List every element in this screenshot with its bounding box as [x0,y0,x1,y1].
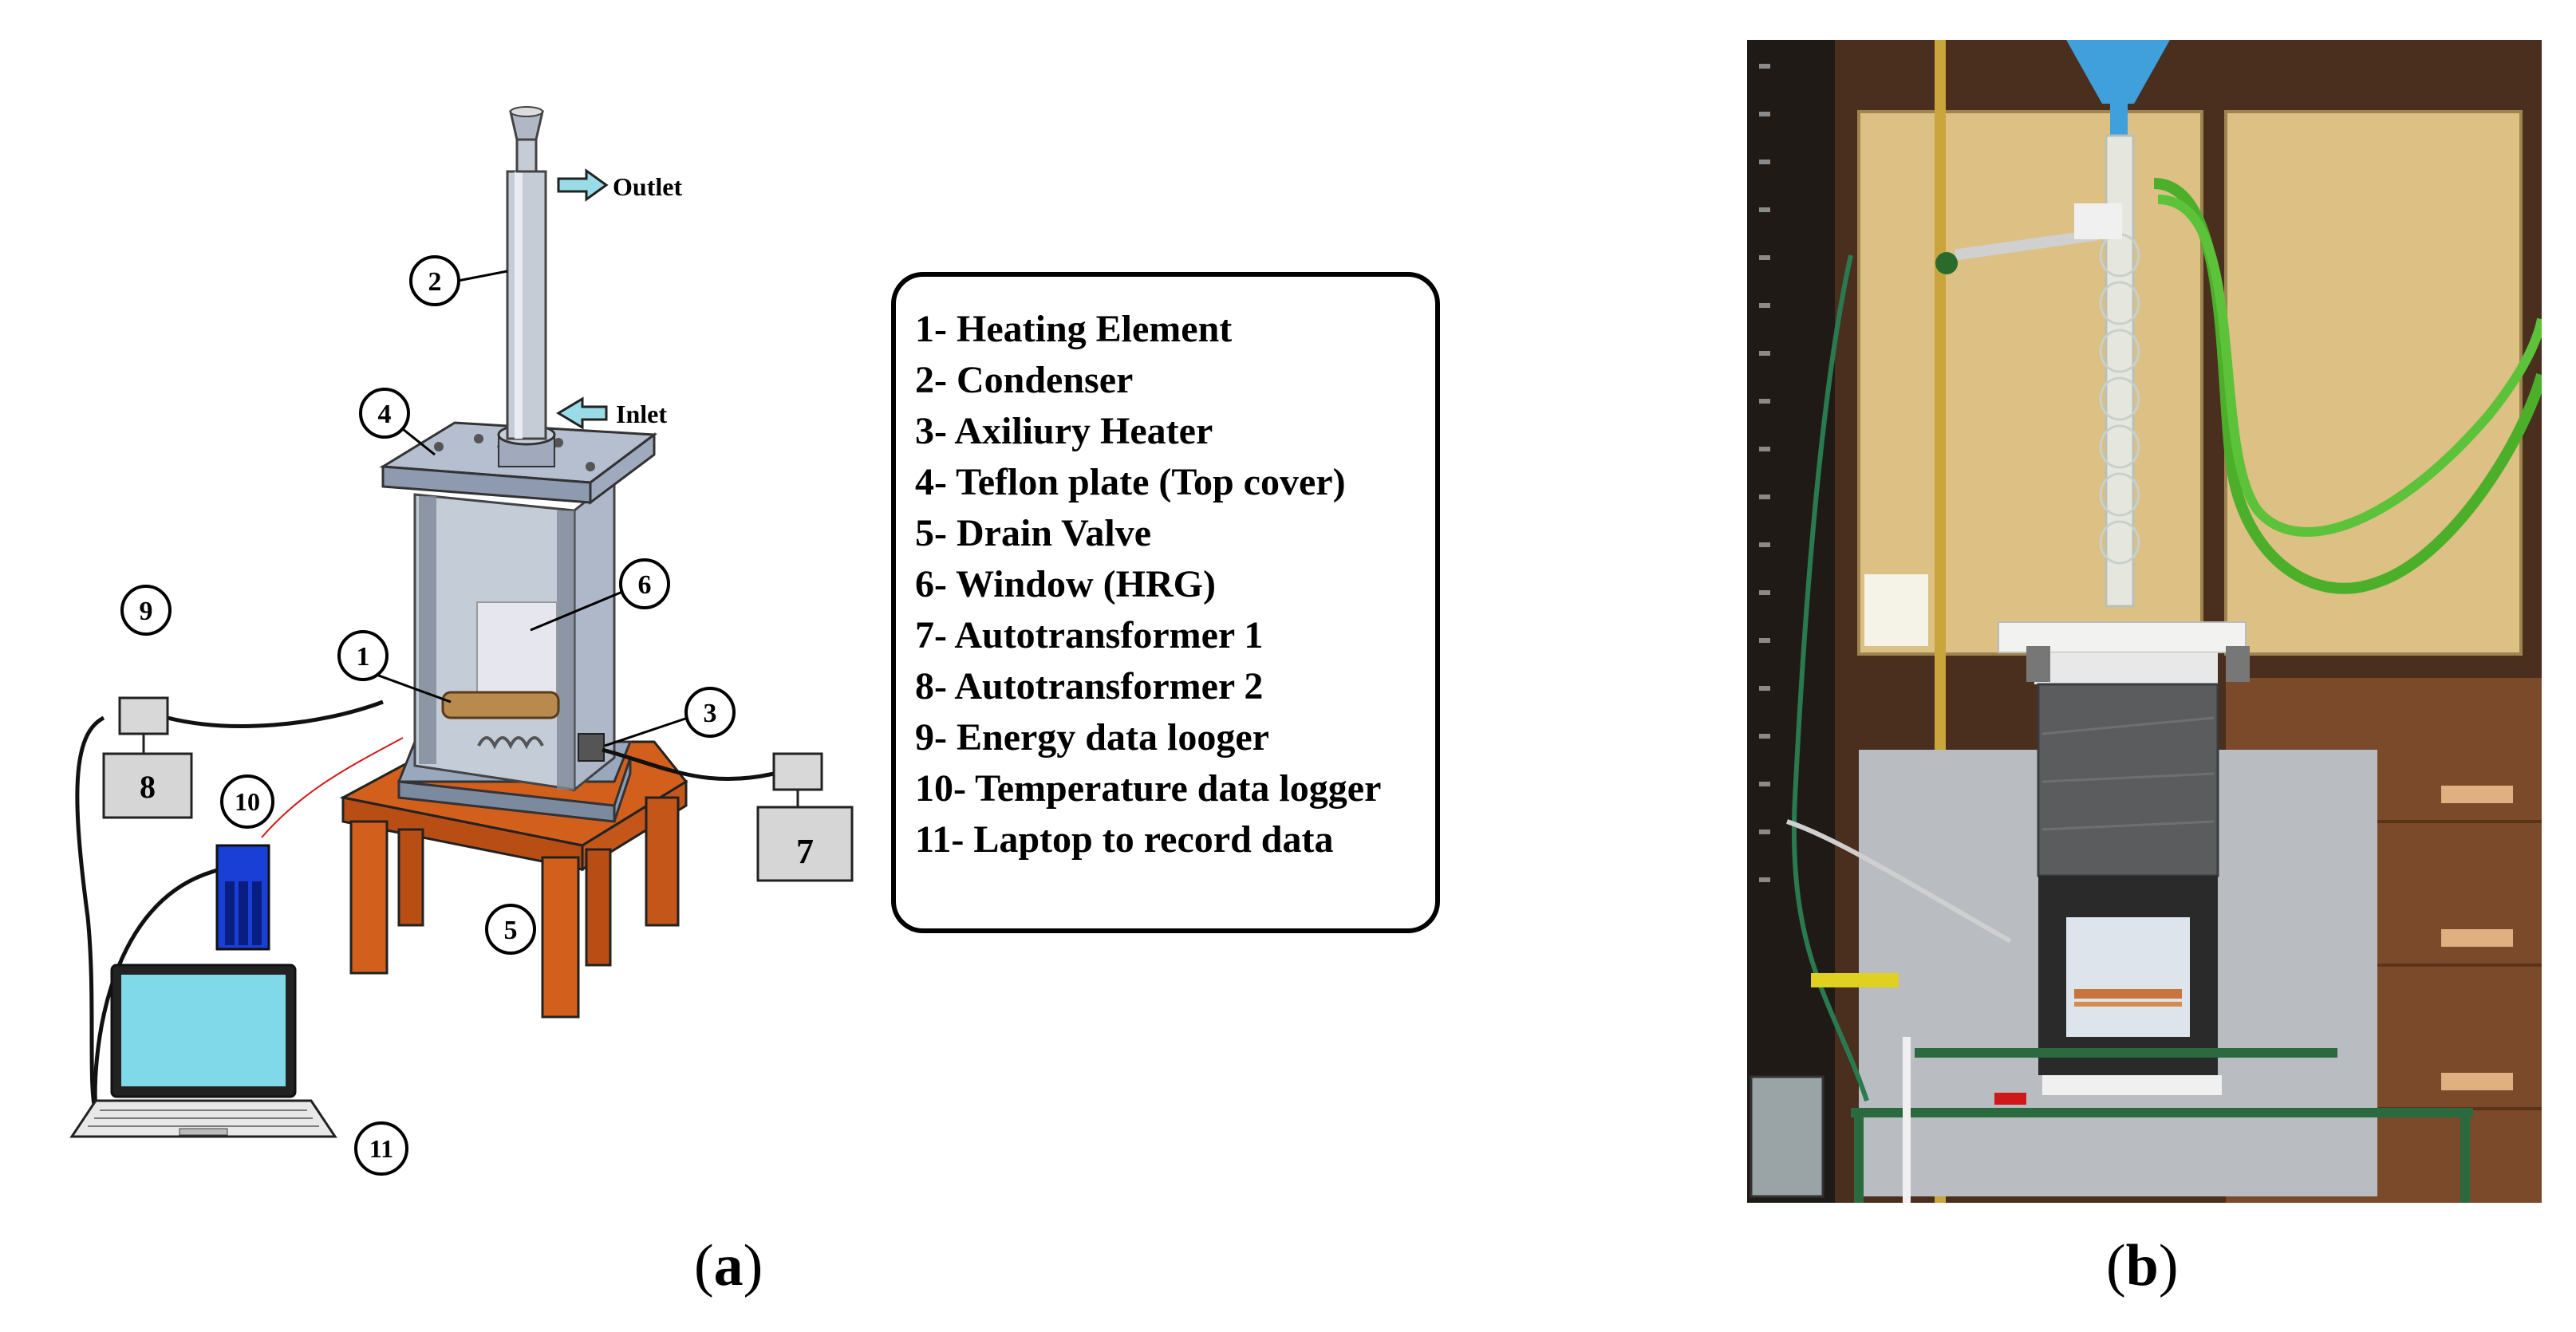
marker-5: 5 [485,904,536,955]
legend-item-7: 7- Autotransformer 1 [915,614,1264,656]
legend-item-4: 4- Teflon plate (Top cover) [915,461,1346,503]
auxiliary-heater [578,733,605,762]
green-frame [1851,1048,2473,1203]
marker-2: 2 [409,255,508,306]
svg-text:1: 1 [357,642,370,672]
legend-item-6: 6- Window (HRG) [915,563,1216,605]
svg-text:4: 4 [378,400,392,429]
marker-3: 3 [604,687,736,747]
caption-b-letter: b [2125,1233,2159,1299]
caption-b-open: ( [2106,1233,2126,1299]
legend-list: 1- Heating Element 2- Condenser 3- Axili… [915,304,1434,865]
svg-text:6: 6 [638,570,652,600]
funnel [2066,40,2170,104]
legend-item-2: 2- Condenser [915,359,1134,401]
svg-text:5: 5 [504,916,518,945]
window-hrg [476,601,558,699]
condenser [506,106,609,440]
thermocouple-wire [261,737,404,838]
svg-text:3: 3 [704,699,717,728]
outlet-label: Outlet [613,172,682,201]
marker-8: 8 [140,769,156,805]
marker-6: 6 [530,558,670,632]
svg-text:8: 8 [140,769,156,805]
legend-item-10: 10- Temperature data logger [915,767,1382,810]
marker-7: 7 [796,832,814,871]
schematic-diagram: Outlet Inlet [69,106,854,1176]
caption-a: (a) [694,1232,763,1300]
marker-1: 1 [337,630,452,703]
caption-b-close: ) [2158,1233,2179,1299]
marker-11: 11 [354,1121,408,1176]
legend-item-8: 8- Autotransformer 2 [915,665,1264,707]
autotransformer-1 [756,752,854,882]
svg-text:7: 7 [796,832,814,871]
test-chamber [379,421,658,823]
legend-item-1: 1- Heating Element [915,308,1233,350]
legend-box: 1- Heating Element 2- Condenser 3- Axili… [891,272,1440,933]
inlet-label: Inlet [616,400,667,428]
thermometer-display [1750,1075,1825,1198]
marker-4: 4 [359,388,436,456]
autotransformer-2 [102,696,193,819]
legend-item-11: 11- Laptop to record data [915,818,1334,861]
marker-10: 10 [220,774,274,829]
caption-a-close: ) [743,1233,763,1299]
legend-item-9: 9- Energy data looger [915,716,1269,759]
legend-item-5: 5- Drain Valve [915,512,1152,554]
svg-text:11: 11 [369,1134,393,1163]
svg-text:10: 10 [235,787,260,816]
svg-text:9: 9 [140,597,153,626]
svg-text:2: 2 [428,267,442,297]
caption-b: (b) [2106,1232,2178,1300]
temperature-data-logger [215,844,270,951]
marker-9: 9 [120,585,172,636]
caption-a-letter: a [713,1233,744,1299]
photo-window [2066,917,2190,1037]
caption-a-open: ( [694,1233,714,1299]
support-table [339,740,688,1019]
heating-element [441,691,560,719]
setup-photo [1747,40,2542,1203]
wood-panel-left [1857,110,2203,656]
laptop [69,964,337,1138]
legend-item-3: 3- Axiliury Heater [915,410,1213,452]
wood-panel-right [2224,110,2523,656]
